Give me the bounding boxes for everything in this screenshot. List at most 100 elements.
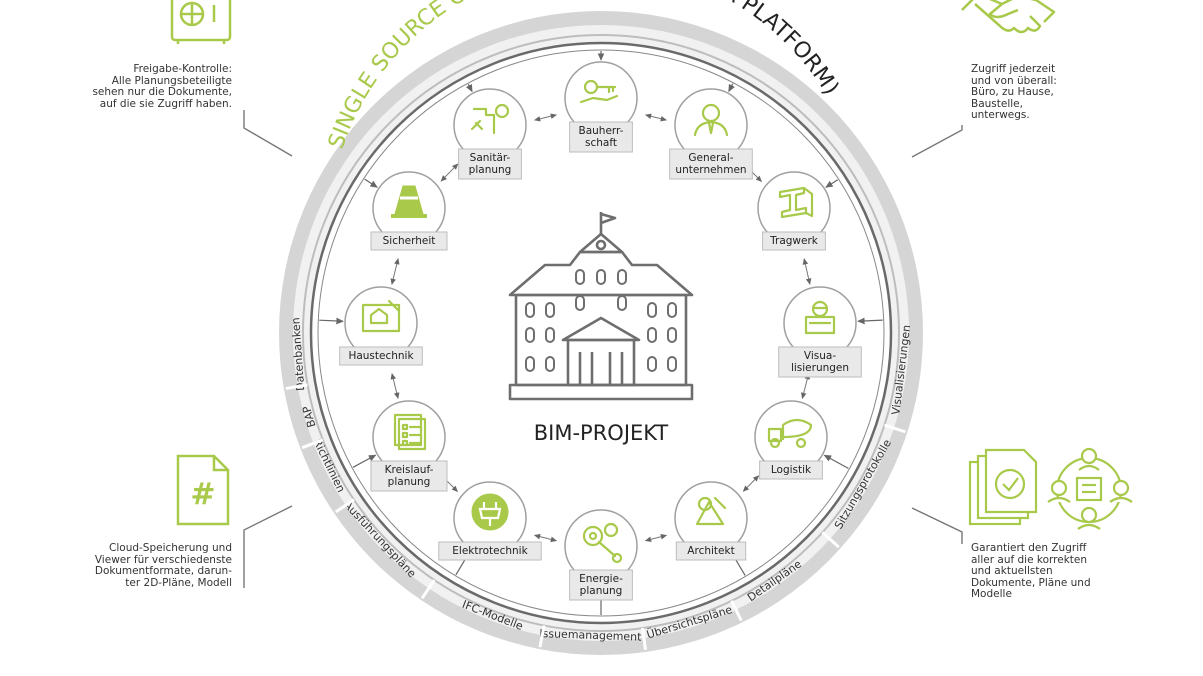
person-laptop-icon [804,300,836,335]
steel-beam-icon [778,186,814,219]
callout-line: Modelle [971,588,1012,600]
outer-label: BAP [300,404,319,429]
traffic-cone-icon [391,185,427,218]
node-link-arrow [390,372,400,400]
node-label-box [569,569,633,601]
node-label: Kreislauf- [385,464,434,476]
callout-line: Büro, zu Hause, [971,86,1054,98]
drafting-tools-icon [695,496,727,526]
ring-arrow [823,454,849,469]
node-label: Architekt [687,545,734,557]
documents-people-network-icon [968,447,1133,530]
node-elektrotechnik: Elektrotechnik [438,481,542,561]
callout-line: auf die sie Zugriff haben. [99,97,232,110]
node-generalunternehmen: General-unternehmen [669,88,753,180]
node-label: General- [688,152,733,164]
node-label: Visua- [804,350,836,362]
node-label-box [370,460,448,492]
callout-line: und von überall: [971,74,1057,87]
callout-line: Dokumentformate, darun- [94,565,232,577]
callout-top-right: Zugriff jederzeit und von überall: Büro,… [971,63,1057,122]
participant-nodes: Bauherr-schaftGeneral-unternehmenTragwer… [339,61,862,601]
node-link-arrow [644,113,668,122]
node-label: Bauherr- [579,125,624,137]
node-label: unternehmen [675,164,746,176]
center-label: BIM-PROJEKT [534,421,669,445]
checklist-icon [393,413,427,451]
ring-divider [334,498,355,514]
callout-line: Freigabe-Kontrolle: [133,63,232,75]
callout-bottom-left: Cloud-Speicherung und Viewer für verschi… [94,542,232,589]
ring-divider [883,423,906,434]
ring-arrow [364,178,378,188]
node-label: Logistik [771,464,812,476]
node-link-arrow [802,258,812,285]
node-label-box [370,231,448,251]
node-label-box [778,346,862,378]
ring-divider [285,383,308,391]
node-logistik: Logistik [754,400,828,480]
node-visualisierungen: Visua-lisierungen [778,286,862,378]
callout-line: Baustelle, [971,97,1023,110]
handshake-icon [961,0,1056,34]
faucet-pipe-icon [470,103,510,135]
node-label-box [762,231,826,251]
node-link-arrow [390,258,400,285]
ring-divider [420,579,436,600]
node-link-arrow [533,533,558,543]
node-kreislaufplanung: Kreislauf-planung [370,400,448,492]
ring-arrow [319,317,344,325]
node-label-box [669,148,753,180]
node-label: schaft [585,137,617,149]
node-link-arrow [801,372,810,400]
ring-arrow [352,454,377,468]
businessman-icon [693,103,729,137]
node-label: Sanitär- [470,152,511,164]
callout-top-left: Freigabe-Kontrolle: Alle Planungsbeteili… [92,63,232,110]
key-hand-icon [579,79,619,104]
node-link-arrow [440,163,459,182]
node-label: Elektrotechnik [452,545,528,557]
node-label: Sicherheit [383,235,436,247]
node-label-box [759,460,823,480]
callout-bottom-right: Garantiert den Zugriff aller auf die kor… [971,542,1091,601]
hash-document-icon: # [176,454,230,526]
node-link-arrow [644,534,668,542]
node-label: lisierungen [791,362,849,374]
callout-line: aller auf die korrekten [971,553,1088,566]
safe-icon [170,0,232,44]
ring-divider [730,600,743,622]
node-label: Tragwerk [769,235,819,247]
callout-line: Cloud-Speicherung und [109,542,232,554]
node-tragwerk: Tragwerk [757,171,831,251]
callout-line: sehen nur die Dokumente, [92,86,232,98]
outer-label: Datenbanken [289,317,307,391]
callout-line: Viewer für verschiedenste [94,553,232,566]
node-architekt: Architekt [674,481,748,561]
house-plan-icon [361,299,401,333]
callout-line: Dokumente, Pläne und [971,576,1091,589]
node-bauherr: Bauherr-schaft [564,61,638,153]
node-haustechnik: Haustechnik [339,286,423,366]
node-label: planung [469,164,512,176]
callout-connectors [243,110,963,588]
node-label-box [339,346,423,366]
callout-line: Garantiert den Zugriff [971,542,1087,554]
ring-divider [640,627,648,651]
node-label-box [675,541,747,561]
electric-plug-icon [471,493,509,531]
callout-line: Alle Planungsbeteiligte [111,74,232,87]
ring-arrow [728,83,735,93]
node-label: Energie- [579,573,623,585]
node-arrows [390,113,812,543]
node-link-arrow [742,475,760,492]
node-label: Haustechnik [348,350,414,362]
node-link-arrow [534,113,557,122]
node-label-box [569,121,633,153]
gears-wrench-icon [582,522,623,564]
outer-label: Issuemanagement [539,627,642,644]
ring-arrow [857,317,883,325]
node-label-box [458,148,522,180]
callout-line: Zugriff jederzeit [971,63,1056,75]
